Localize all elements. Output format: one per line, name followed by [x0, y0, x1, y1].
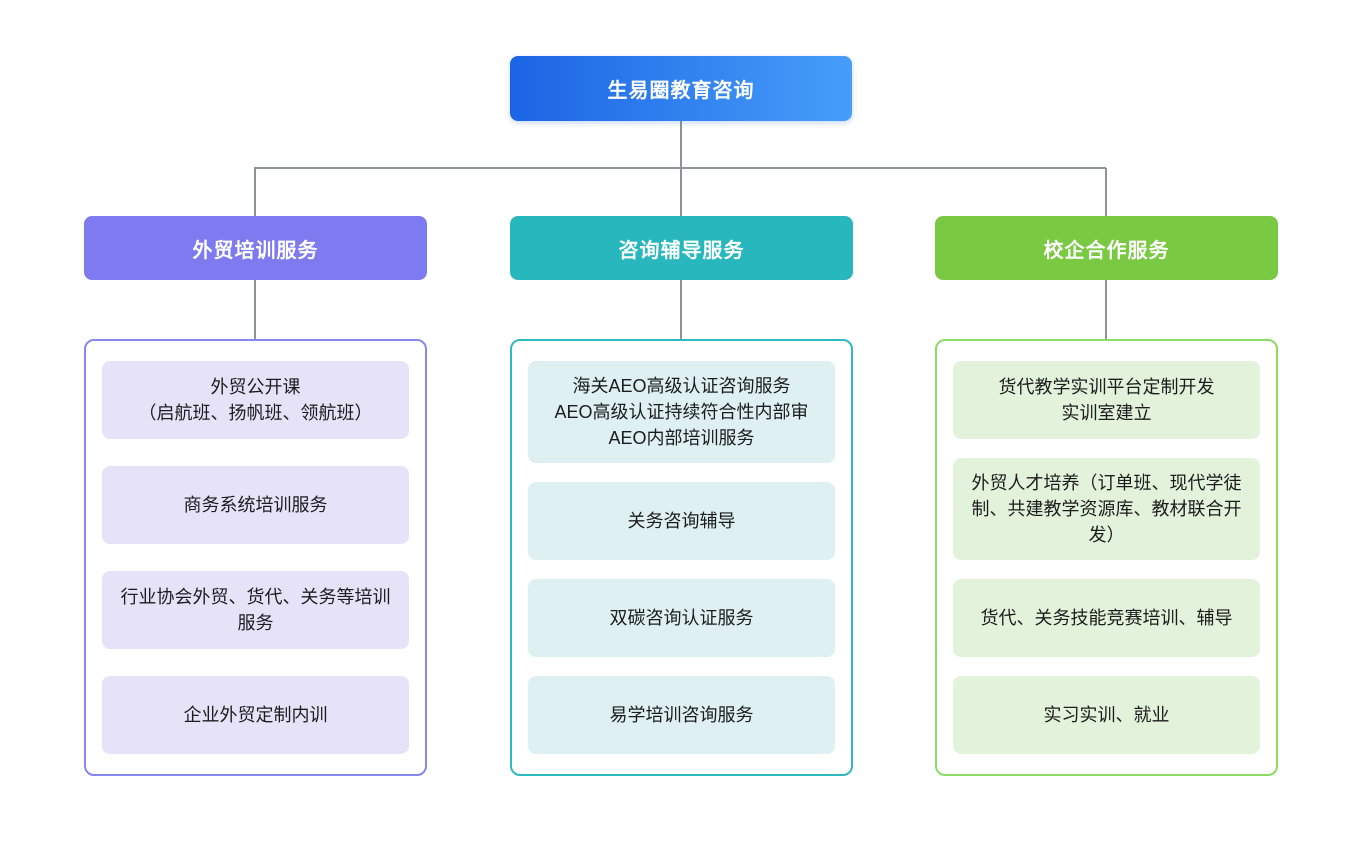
panel-foreign-trade-training: 外贸公开课 （启航班、扬帆班、领航班） 商务系统培训服务 行业协会外贸、货代、关… [84, 339, 427, 776]
connector-branch1-stem [254, 168, 256, 216]
list-item[interactable]: 海关AEO高级认证咨询服务 AEO高级认证持续符合性内部审 AEO内部培训服务 [528, 361, 835, 463]
connector-branch3-stem [1105, 168, 1107, 216]
list-item[interactable]: 外贸人才培养（订单班、现代学徒制、共建教学资源库、教材联合开发） [953, 458, 1260, 560]
list-item[interactable]: 行业协会外贸、货代、关务等培训服务 [102, 571, 409, 649]
connector-branch2-panel-stem [680, 280, 682, 339]
list-item[interactable]: 货代教学实训平台定制开发 实训室建立 [953, 361, 1260, 439]
list-item[interactable]: 企业外贸定制内训 [102, 676, 409, 754]
branch-node-school-enterprise[interactable]: 校企合作服务 [935, 216, 1278, 280]
list-item[interactable]: 货代、关务技能竞赛培训、辅导 [953, 579, 1260, 657]
branch1-label: 外贸培训服务 [192, 239, 319, 262]
root-node[interactable]: 生易圈教育咨询 [510, 56, 852, 121]
connector-root-stem [680, 121, 682, 168]
list-item[interactable]: 实习实训、就业 [953, 676, 1260, 754]
branch3-label: 校企合作服务 [1043, 239, 1170, 262]
branch-node-consulting-coaching[interactable]: 咨询辅导服务 [510, 216, 853, 280]
connector-branch3-panel-stem [1105, 280, 1107, 339]
panel-school-enterprise: 货代教学实训平台定制开发 实训室建立 外贸人才培养（订单班、现代学徒制、共建教学… [935, 339, 1278, 776]
branch2-label: 咨询辅导服务 [618, 239, 745, 262]
list-item[interactable]: 关务咨询辅导 [528, 482, 835, 560]
connector-branch2-stem [680, 168, 682, 216]
list-item[interactable]: 双碳咨询认证服务 [528, 579, 835, 657]
list-item[interactable]: 外贸公开课 （启航班、扬帆班、领航班） [102, 361, 409, 439]
list-item[interactable]: 商务系统培训服务 [102, 466, 409, 544]
root-node-label: 生易圈教育咨询 [607, 80, 755, 102]
connector-branch1-panel-stem [254, 280, 256, 339]
branch-node-foreign-trade-training[interactable]: 外贸培训服务 [84, 216, 427, 280]
panel-consulting-coaching: 海关AEO高级认证咨询服务 AEO高级认证持续符合性内部审 AEO内部培训服务 … [510, 339, 853, 776]
list-item[interactable]: 易学培训咨询服务 [528, 676, 835, 754]
